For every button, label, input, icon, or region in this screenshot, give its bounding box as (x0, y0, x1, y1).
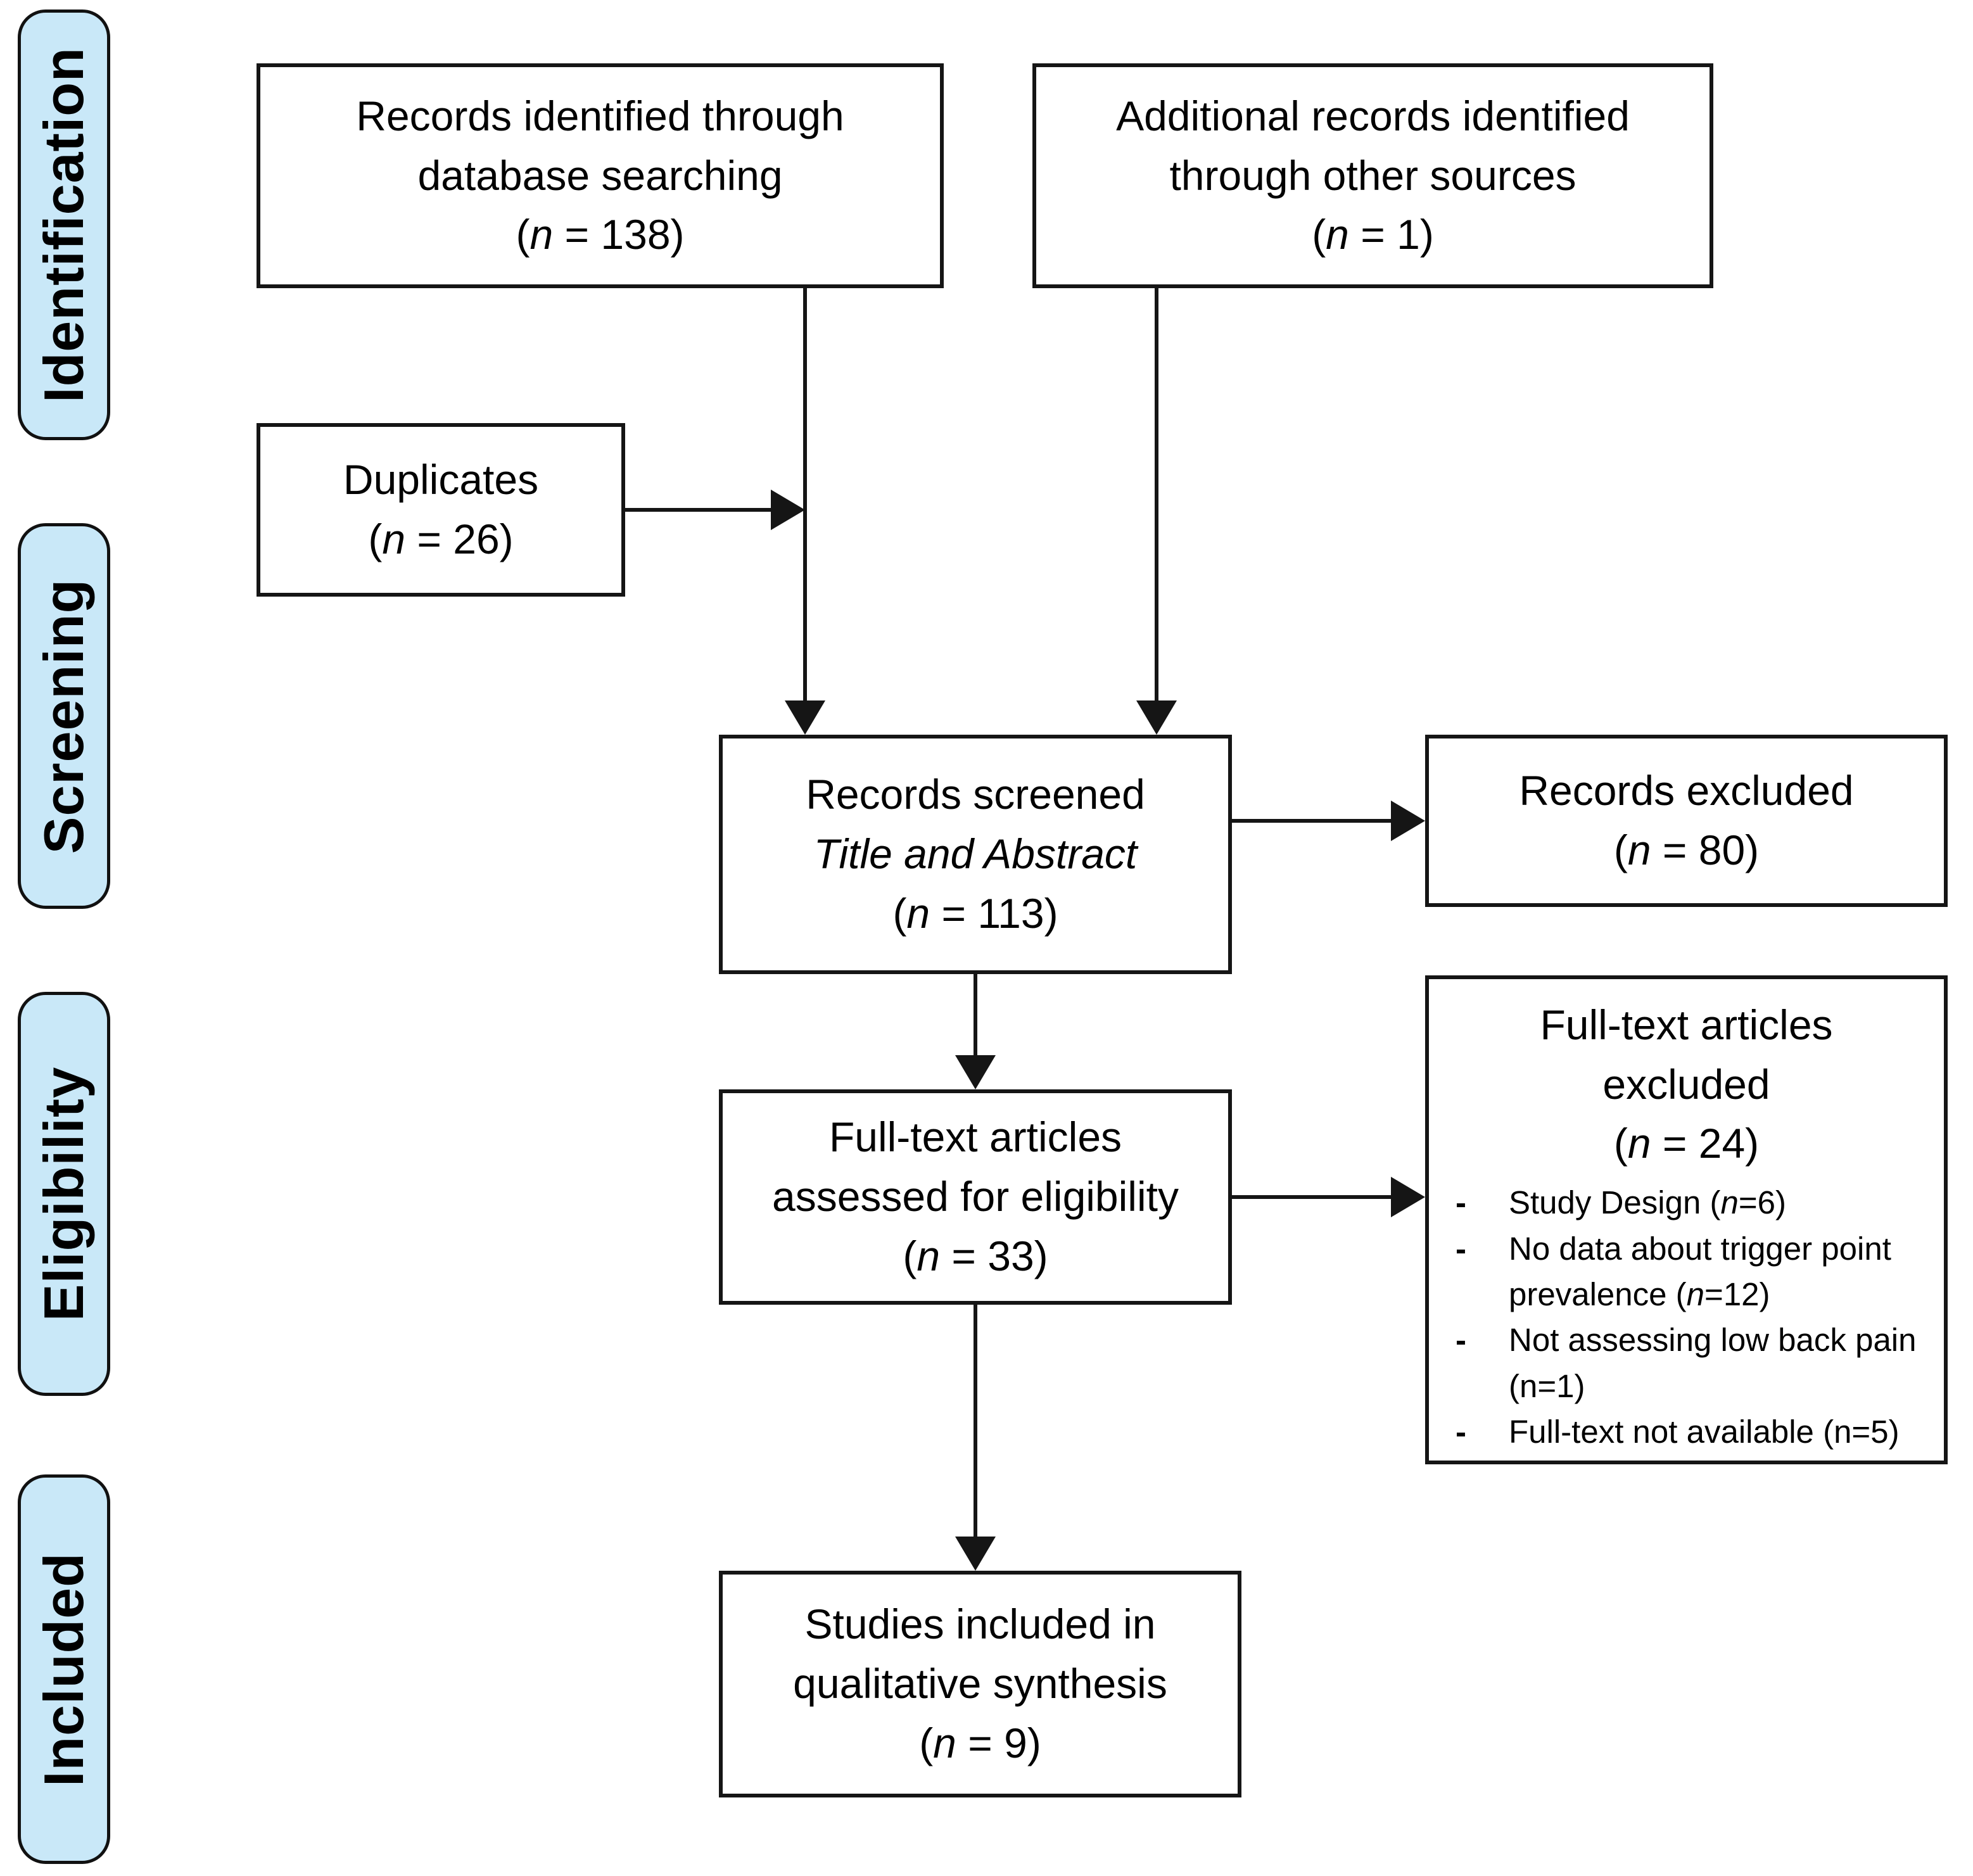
exclusion-reason-text: No data about trigger point prevalence (n… (1509, 1226, 1891, 1318)
connector-assessed-to-ftexcluded (1232, 1195, 1392, 1199)
text-line: Records screened (806, 771, 1145, 818)
text-line: (n = 9) (919, 1719, 1041, 1766)
text-line: Full-text articles (828, 1113, 1122, 1161)
text-line: (n=1) (1509, 1367, 1585, 1404)
box-fulltext-assessed: Full-text articles assessed for eligibili… (719, 1089, 1232, 1305)
box-records-excluded: Records excluded (n = 80) (1425, 735, 1948, 907)
text-line: Additional records identified (1116, 92, 1630, 139)
fulltext-excluded-reasons: - Study Design (n=6) - No data about trigge… (1429, 1180, 1944, 1455)
stage-identification: Identification (18, 10, 110, 440)
connector-identified-to-screened (803, 286, 807, 702)
text-line: Records identified through (356, 92, 844, 139)
arrowhead-identified-to-screened (785, 700, 825, 735)
text-line: Study Design (n=6) (1509, 1184, 1787, 1221)
text-line: (n = 33) (903, 1232, 1048, 1279)
text-line: Title and Abstract (813, 830, 1138, 878)
text-line: (n = 24) (1613, 1120, 1760, 1167)
exclusion-reason-text: Study Design (n=6) (1509, 1180, 1786, 1226)
connector-screened-to-assessed (974, 974, 977, 1058)
box-fulltext-excluded: Full-text articles excluded (n = 24) - Stud… (1425, 975, 1948, 1464)
stage-eligibility: Eligibility (18, 992, 110, 1396)
text-line: Full-text articles (1540, 1001, 1833, 1048)
exclusion-reason: - No data about trigger point prevalence (… (1456, 1226, 1932, 1318)
exclusion-reason: - Not assessing low back pain (n=1) (1456, 1317, 1932, 1409)
text-line: assessed for eligibility (772, 1173, 1179, 1220)
text-line: (n = 80) (1613, 827, 1760, 873)
exclusion-reason: - Full-text not available (n=5) (1456, 1409, 1932, 1455)
arrowhead-assessed-to-included (955, 1537, 996, 1571)
exclusion-reason-text: Full-text not available (n=5) (1509, 1409, 1900, 1455)
stage-screening-label: Screening (32, 578, 96, 854)
text-line: (n = 26) (368, 516, 514, 562)
box-studies-included: Studies included in qualitative synthesis… (719, 1571, 1241, 1797)
box-records-identified: Records identified through database searc… (257, 63, 944, 288)
text-line: qualitative synthesis (793, 1660, 1167, 1708)
arrowhead-assessed-to-ftexcluded (1391, 1177, 1425, 1217)
text-line: (n = 113) (892, 889, 1058, 937)
arrowhead-additional-to-screened (1136, 700, 1177, 735)
stage-eligibility-label: Eligibility (32, 1066, 95, 1322)
fulltext-excluded-title: Full-text articles excluded (n = 24) (1540, 996, 1832, 1174)
connector-assessed-to-included (974, 1305, 977, 1539)
text-line: (n = 1) (1312, 211, 1434, 258)
text-line: Duplicates (343, 456, 539, 504)
connector-additional-to-screened (1155, 286, 1158, 702)
text-line: excluded (1602, 1060, 1770, 1108)
stage-included: Included (18, 1474, 110, 1864)
arrowhead-screened-to-excluded (1391, 801, 1425, 841)
bullet-dash-icon: - (1456, 1230, 1466, 1267)
text-line: No data about trigger point (1509, 1230, 1891, 1267)
bullet-dash-icon: - (1456, 1414, 1466, 1450)
text-line: through other sources (1169, 151, 1576, 199)
box-duplicates: Duplicates (n = 26) (257, 423, 625, 597)
text-line: prevalence (n=12) (1509, 1276, 1770, 1312)
text-line: Full-text not available (n=5) (1509, 1414, 1900, 1450)
arrowhead-duplicates-out (771, 490, 805, 530)
text-line: Not assessing low back pain (1509, 1322, 1917, 1359)
stage-identification-label: Identification (32, 47, 95, 403)
bullet-dash-icon: - (1456, 1322, 1466, 1359)
text-line: Records excluded (1519, 767, 1854, 814)
exclusion-reason: - Study Design (n=6) (1456, 1180, 1932, 1226)
box-additional-records: Additional records identified through oth… (1032, 63, 1713, 288)
text-line: (n = 138) (516, 211, 685, 258)
exclusion-reason-text: Not assessing low back pain (n=1) (1509, 1317, 1917, 1409)
stage-screening: Screening (18, 523, 110, 909)
connector-screened-to-excluded (1232, 819, 1392, 823)
stage-included-label: Included (32, 1552, 96, 1787)
bullet-dash-icon: - (1456, 1184, 1466, 1221)
text-line: Studies included in (804, 1600, 1156, 1648)
arrowhead-screened-to-assessed (955, 1055, 996, 1089)
connector-duplicates-out (625, 508, 772, 512)
text-line: database searching (417, 151, 783, 199)
